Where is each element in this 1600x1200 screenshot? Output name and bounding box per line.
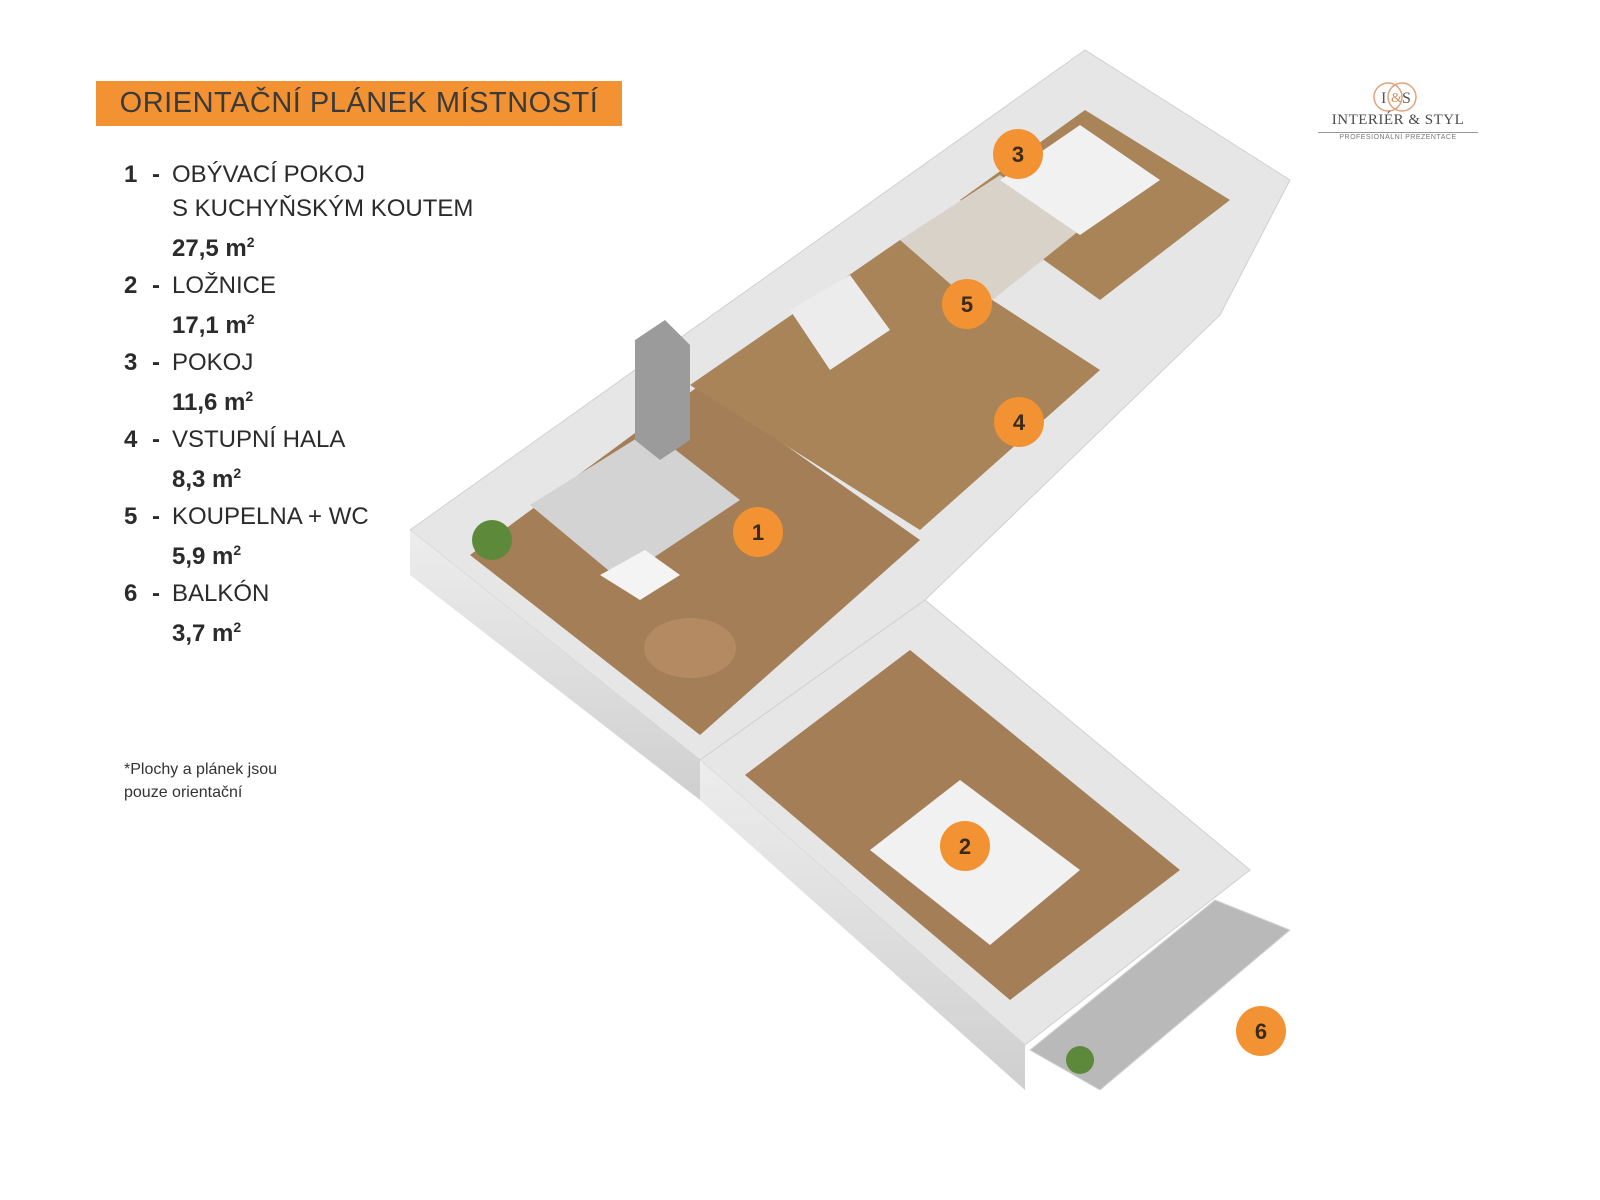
legend-dash: -: [152, 503, 160, 530]
area-unit-exponent: 2: [246, 311, 255, 327]
room-badge-1: 1: [733, 507, 783, 557]
disclaimer-line-2: pouze orientační: [124, 784, 243, 801]
area-unit-exponent: 2: [246, 234, 255, 250]
room-badge-3-label: 3: [1012, 142, 1024, 167]
fridge: [635, 320, 690, 460]
room-badge-6: 6: [1236, 1006, 1286, 1056]
legend-item-2: 2 - LOŽNICE 17,1 m2: [124, 269, 564, 342]
lower-wing-wall-side: [700, 760, 1025, 1090]
logo-tagline: PROFESIONÁLNÍ PREZENTACE: [1318, 132, 1478, 141]
legend-dash: -: [152, 161, 160, 188]
legend-room-area: 8,3 m2: [172, 457, 564, 496]
kitchen-counter: [790, 275, 890, 370]
legend-room-area: 3,7 m2: [172, 611, 564, 650]
area-value: 5,9 m: [172, 543, 234, 570]
legend-dash: -: [152, 349, 160, 376]
area-value: 11,6 m: [172, 389, 246, 416]
room-badge-1-label: 1: [752, 520, 764, 545]
legend-room-name: BALKÓN: [172, 580, 270, 607]
plant-icon: [472, 520, 512, 560]
area-unit-exponent: 2: [233, 619, 242, 635]
legend-item-4: 4 - VSTUPNÍ HALA 8,3 m2: [124, 423, 564, 496]
legend-room-area: 27,5 m2: [172, 226, 564, 265]
logo-name: INTERIÉR & STYL: [1331, 112, 1465, 128]
room-legend: 1 - OBÝVACÍ POKOJ S KUCHYŇSKÝM KOUTEM 27…: [124, 158, 564, 654]
legend-item-5: 5 - KOUPELNA + WC 5,9 m2: [124, 500, 564, 573]
legend-room-name: POKOJ: [172, 349, 254, 376]
hall-floor: [690, 240, 1100, 530]
room-badge-4-label: 4: [1013, 410, 1026, 435]
room-badge-3: 3: [993, 129, 1043, 179]
legend-dash: -: [152, 426, 160, 453]
legend-dash: -: [152, 580, 160, 607]
legend-number: 1: [124, 161, 138, 188]
legend-item-1: 1 - OBÝVACÍ POKOJ S KUCHYŇSKÝM KOUTEM 27…: [124, 158, 564, 265]
legend-room-name: VSTUPNÍ HALA: [172, 426, 346, 453]
legend-room-name: OBÝVACÍ POKOJ: [172, 161, 365, 188]
legend-room-name-line2: S KUCHYŇSKÝM KOUTEM: [172, 195, 474, 222]
logo-letter-right: S: [1402, 90, 1411, 107]
room-badge-2: 2: [940, 821, 990, 871]
legend-room-area: 5,9 m2: [172, 534, 564, 573]
title-background: [96, 81, 622, 126]
sofa: [530, 430, 740, 580]
balcony-plant-icon: [1066, 1046, 1094, 1074]
dining-table: [644, 618, 736, 678]
room-badge-6-label: 6: [1255, 1019, 1267, 1044]
area-value: 17,1 m: [172, 312, 247, 339]
room-badge-4: 4: [994, 397, 1044, 447]
legend-number: 5: [124, 503, 138, 530]
upper-wing-wall-side: [410, 530, 700, 800]
legend-number: 6: [124, 580, 138, 607]
legend-room-area: 11,6 m2: [172, 380, 564, 419]
coffee-table: [600, 550, 680, 600]
legend-number: 3: [124, 349, 138, 376]
room-badge-5: 5: [942, 279, 992, 329]
bathroom-floor: [900, 175, 1080, 310]
area-value: 3,7 m: [172, 620, 234, 647]
area-unit-exponent: 2: [233, 465, 242, 481]
company-logo: I S & INTERIÉR & STYL PROFESIONÁLNÍ PREZ…: [1318, 80, 1478, 146]
disclaimer-note: *Plochy a plánek jsou pouze orientační: [124, 758, 354, 804]
logo-ampersand: &: [1391, 91, 1402, 106]
plan-title: ORIENTAČNÍ PLÁNEK MÍSTNOSTÍ: [96, 81, 622, 126]
logo-letter-left: I: [1381, 90, 1386, 107]
area-unit-exponent: 2: [245, 388, 254, 404]
area-value: 8,3 m: [172, 466, 234, 493]
balcony-floor: [1029, 899, 1291, 1091]
legend-item-6: 6 - BALKÓN 3,7 m2: [124, 577, 564, 650]
room-badge-2-label: 2: [959, 834, 971, 859]
legend-number: 4: [124, 426, 138, 453]
legend-item-3: 3 - POKOJ 11,6 m2: [124, 346, 564, 419]
logo-monogram-icon: I S &: [1373, 82, 1417, 112]
legend-room-area: 17,1 m2: [172, 303, 564, 342]
area-unit-exponent: 2: [233, 542, 242, 558]
room-badges: 1 2 3 4 5 6: [733, 129, 1286, 1056]
legend-number: 2: [124, 272, 138, 299]
plan-title-text: ORIENTAČNÍ PLÁNEK MÍSTNOSTÍ: [119, 87, 599, 119]
area-value: 27,5 m: [172, 235, 247, 262]
legend-dash: -: [152, 272, 160, 299]
disclaimer-line-1: *Plochy a plánek jsou: [124, 761, 277, 778]
legend-room-name: KOUPELNA + WC: [172, 503, 369, 530]
legend-room-name: LOŽNICE: [172, 272, 277, 299]
room-badge-5-label: 5: [961, 292, 973, 317]
